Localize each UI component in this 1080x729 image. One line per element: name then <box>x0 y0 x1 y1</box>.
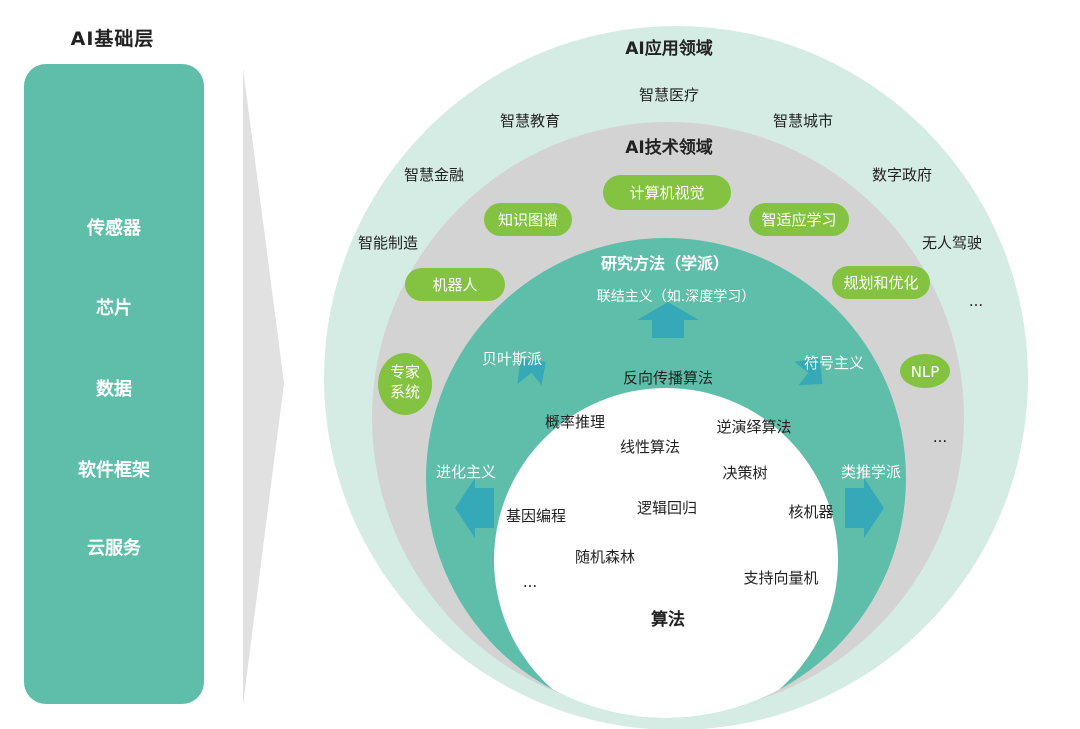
pill-computer-vision <box>603 175 731 210</box>
pill-robot <box>405 268 505 301</box>
tech-expert-system: 专家系统 <box>390 363 420 401</box>
arrow-left <box>455 478 494 538</box>
algo-random-forest: 随机森林 <box>575 548 635 566</box>
tech-expert-system-line: 专家 <box>390 363 420 381</box>
tech-knowledge-graph: 知识图谱 <box>498 211 558 229</box>
foundation-item-data: 数据 <box>96 379 132 400</box>
method-symbolism: 符号主义 <box>804 354 864 372</box>
application-title: AI应用领域 <box>625 38 712 59</box>
algorithm-core <box>494 388 838 718</box>
tech-adaptive-learning: 智适应学习 <box>761 211 836 229</box>
app-smart-city: 智慧城市 <box>773 112 833 130</box>
methods-title: 研究方法（学派） <box>601 254 729 273</box>
app-smart-medical: 智慧医疗 <box>639 86 699 104</box>
foundation-item-chip: 芯片 <box>96 298 132 319</box>
tech-nlp: NLP <box>911 363 940 381</box>
app-smart-education: 智慧教育 <box>500 112 560 130</box>
method-connectionism: 联结主义（如.深度学习） <box>597 289 755 305</box>
pill-adaptive-learning <box>749 203 849 236</box>
algo-probabilistic-inference: 概率推理 <box>545 413 605 431</box>
algo-logistic-regression: 逻辑回归 <box>637 499 697 517</box>
tech-more: ... <box>933 428 947 446</box>
pill-planning <box>832 266 930 299</box>
method-bayesian: 贝叶斯派 <box>482 350 542 368</box>
method-evolutionism: 进化主义 <box>436 463 496 481</box>
algo-kernel-machine: 核机器 <box>788 503 833 521</box>
foundation-title: AI基础层 <box>70 28 155 50</box>
technology-title: AI技术领域 <box>625 137 712 158</box>
app-smart-finance: 智慧金融 <box>404 166 464 184</box>
connector-wedge <box>243 68 284 705</box>
app-digital-government: 数字政府 <box>872 166 932 184</box>
app-autonomous-driving: 无人驾驶 <box>922 234 982 252</box>
tech-expert-system-line: 系统 <box>390 383 420 401</box>
algo-svm: 支持向量机 <box>743 569 818 587</box>
pill-nlp <box>900 354 950 388</box>
arrow-up <box>637 302 699 338</box>
app-more: ... <box>969 292 983 310</box>
tech-planning: 规划和优化 <box>843 274 918 292</box>
algo-inverse-deduction: 逆演绎算法 <box>716 418 791 436</box>
foundation-item-framework: 软件框架 <box>78 460 150 481</box>
pill-expert-system <box>378 353 432 415</box>
arrow-upper-left <box>517 358 546 386</box>
method-analogizer: 类推学派 <box>841 463 901 481</box>
algo-genetic-programming: 基因编程 <box>506 507 566 525</box>
foundation-item-sensor: 传感器 <box>87 218 141 239</box>
foundation-bar: 传感器 芯片 数据 软件框架 云服务 <box>24 64 204 704</box>
foundation-item-cloud: 云服务 <box>87 538 141 559</box>
arrow-right <box>845 478 884 538</box>
algo-decision-tree: 决策树 <box>722 464 767 482</box>
app-smart-manufacturing: 智能制造 <box>358 234 418 252</box>
algo-linear: 线性算法 <box>620 438 680 456</box>
pill-knowledge-graph <box>484 203 572 236</box>
tech-robot: 机器人 <box>432 276 477 294</box>
tech-computer-vision: 计算机视觉 <box>629 184 704 202</box>
arrow-upper-right <box>794 358 823 386</box>
algo-backpropagation: 反向传播算法 <box>623 369 713 387</box>
algo-more: ... <box>523 573 537 591</box>
algorithms-title: 算法 <box>650 609 685 630</box>
